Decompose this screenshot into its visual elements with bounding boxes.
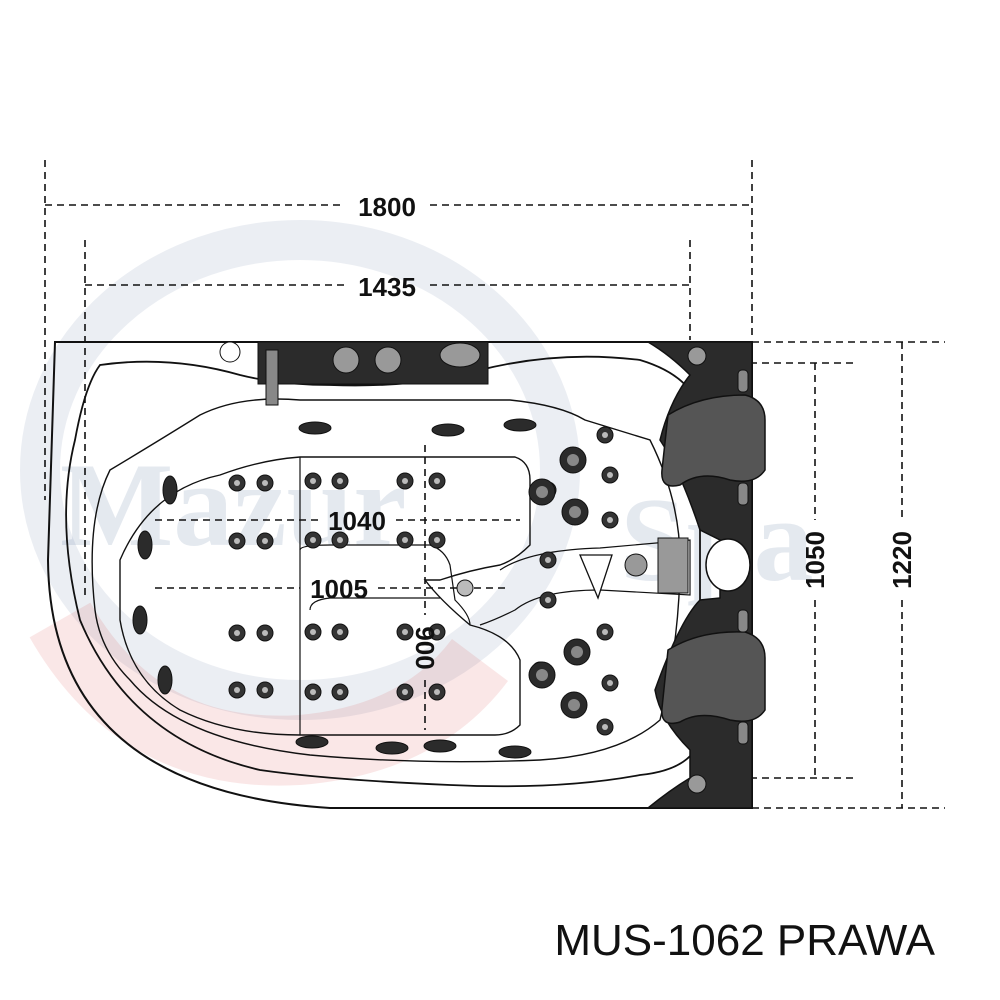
center-channel (479, 539, 691, 626)
large-jet-icon (559, 446, 587, 474)
jet-nozzle-icon (256, 624, 274, 642)
jet-nozzle-icon (596, 426, 614, 444)
jet-nozzle-icon (539, 551, 557, 569)
bathtub (46, 341, 766, 809)
jet-nozzle-icon (428, 472, 446, 490)
basin-step-lower (309, 597, 440, 611)
dimension-labels: 1800 1435 1040 1005 900 1050 1220 (310, 192, 917, 670)
jet-nozzle-icon (256, 681, 274, 699)
dim-label-overall-width: 1220 (887, 531, 917, 589)
dim-label-overall-length: 1800 (358, 192, 416, 222)
large-jet-icon (528, 661, 556, 689)
grab-knob-icon (687, 774, 707, 794)
jet-nozzle-icon (601, 511, 619, 529)
jet-nozzle-icon (601, 674, 619, 692)
dim-label-seat-length: 1040 (328, 506, 386, 536)
jet-nozzle-icon (596, 623, 614, 641)
wedge-cover (579, 554, 613, 600)
air-jet-icon (295, 735, 329, 749)
jet-nozzle-icon (331, 623, 349, 641)
jet-nozzle-icon (396, 472, 414, 490)
air-jet-icon (431, 423, 465, 437)
drain-overflow (705, 538, 751, 592)
control-knob-icon (624, 553, 648, 577)
dim-label-basin-length: 1005 (310, 574, 368, 604)
jet-nozzle-icon (396, 623, 414, 641)
large-jet-icon (561, 498, 589, 526)
headrest-pillow (661, 394, 766, 487)
air-jet-icon (423, 739, 457, 753)
tub-inner-rim (65, 355, 701, 788)
jet-nozzle-icon (228, 474, 246, 492)
jet-nozzle-icon (396, 683, 414, 701)
control-panel-icon (657, 537, 689, 594)
jet-nozzle-icon (256, 532, 274, 550)
mixer-tap-icon (265, 349, 279, 406)
watermark-brand-left: Mazur (60, 438, 407, 571)
jet-nozzle-icon (228, 681, 246, 699)
wall-jet-icon (162, 475, 178, 505)
jet-nozzle-icon (596, 718, 614, 736)
pillow-clip-icon (737, 609, 749, 633)
air-jet-icon (498, 745, 532, 759)
shower-head-icon (439, 342, 481, 368)
air-jet-icon (503, 418, 537, 432)
pillow-clip-icon (737, 369, 749, 393)
pillow-clip-icon (737, 482, 749, 506)
tub-floor-edge (91, 398, 681, 763)
large-jet-icon (563, 638, 591, 666)
large-jet-icon (528, 478, 556, 506)
watermark-swoosh-red (29, 602, 508, 786)
jet-nozzle-icon (539, 591, 557, 609)
jet-nozzle-icon (331, 683, 349, 701)
jet-nozzle-icon (304, 531, 322, 549)
dim-label-inner-width: 1050 (800, 531, 830, 589)
massage-jets (132, 418, 619, 759)
jet-nozzle-icon (428, 683, 446, 701)
jet-nozzle-icon (256, 474, 274, 492)
model-label: MUS-1062 PRAWA (554, 916, 935, 965)
air-jet-icon (375, 741, 409, 755)
jet-nozzle-icon (601, 466, 619, 484)
headrest-pillow (661, 631, 766, 725)
jet-nozzle-icon (331, 472, 349, 490)
jet-nozzle-icon (396, 531, 414, 549)
large-jet-icon (560, 691, 588, 719)
jet-nozzle-icon (304, 683, 322, 701)
tub-outer-rim (46, 341, 753, 809)
jet-nozzle-icon (228, 532, 246, 550)
overflow-cap-icon (219, 341, 241, 363)
grab-knob-icon (687, 346, 707, 366)
jet-nozzle-icon (304, 623, 322, 641)
dim-label-inner-length: 1435 (358, 272, 416, 302)
basin-seat-outline (119, 456, 531, 736)
jet-nozzle-icon (331, 531, 349, 549)
drain-icon (456, 579, 474, 597)
pillow-clip-icon (737, 721, 749, 745)
control-knob-icon (332, 346, 360, 374)
dim-label-basin-width: 900 (410, 626, 440, 669)
wall-jet-icon (137, 530, 153, 560)
dimension-lines (44, 160, 945, 809)
jet-nozzle-icon (428, 623, 446, 641)
control-knob-icon (374, 346, 402, 374)
wall-jet-icon (132, 605, 148, 635)
jet-nozzle-icon (304, 472, 322, 490)
jet-nozzle-icon (228, 624, 246, 642)
jet-nozzle-icon (428, 531, 446, 549)
air-jet-icon (298, 421, 332, 435)
wall-jet-icon (157, 665, 173, 695)
